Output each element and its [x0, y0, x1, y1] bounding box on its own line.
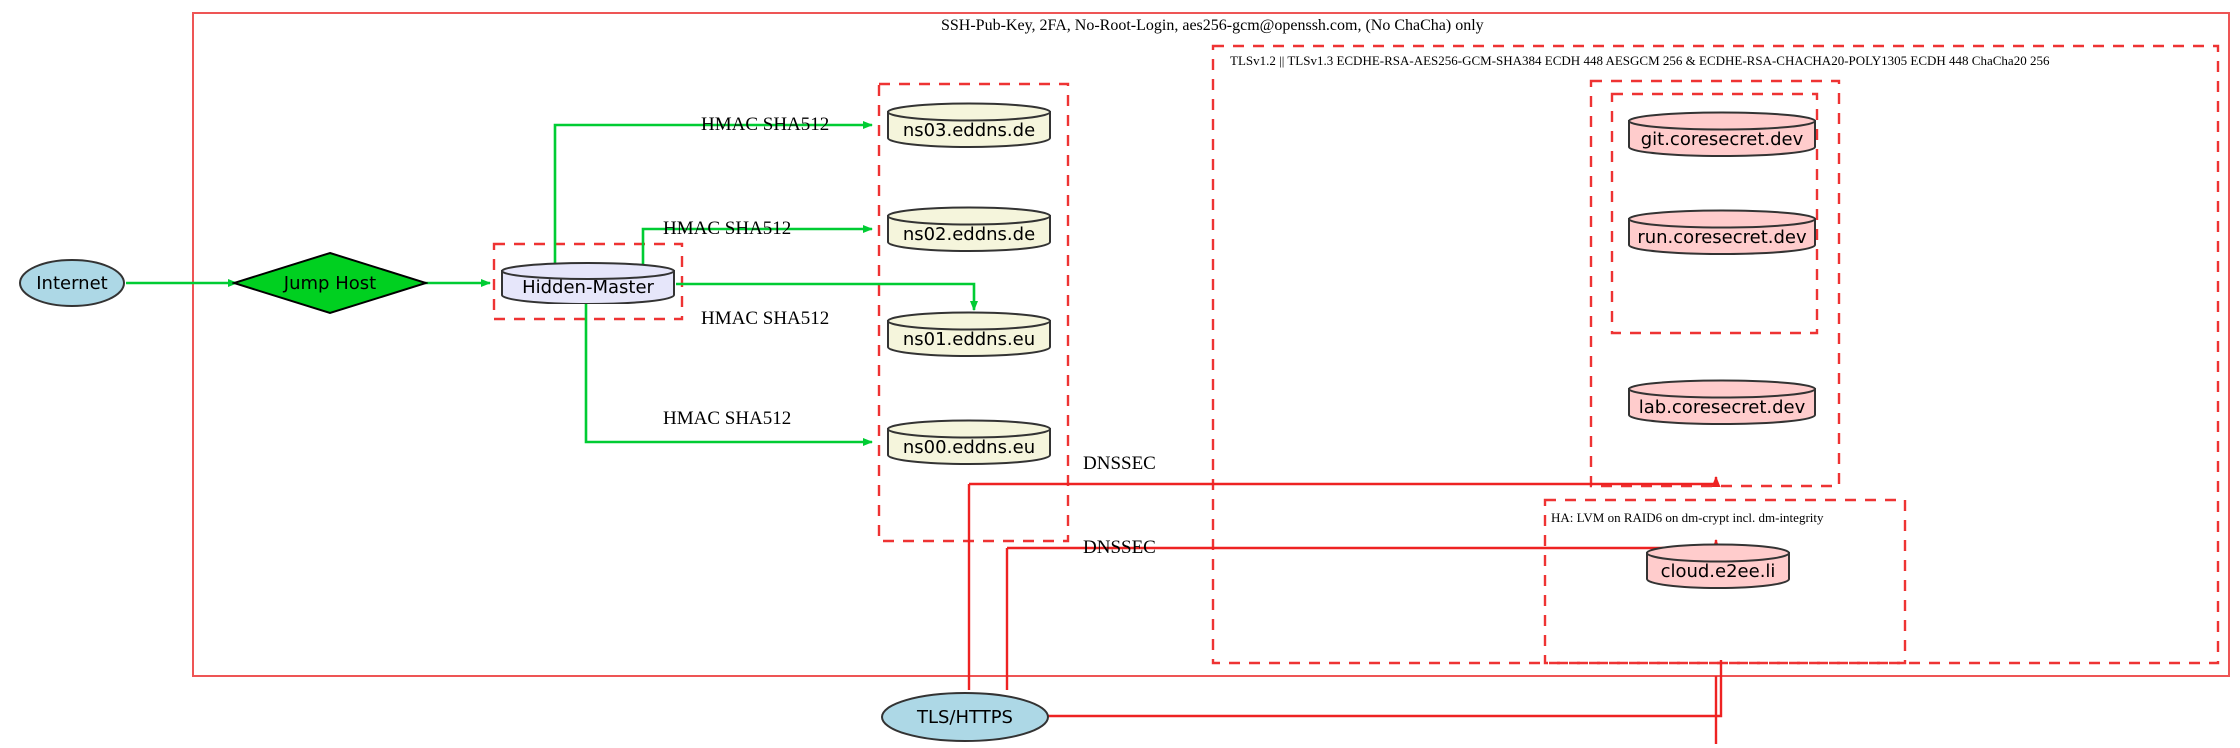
edge-hiddenmaster-to-ns01	[676, 282, 978, 311]
edge-label-hmac-ns03: HMAC SHA512	[701, 114, 830, 135]
node-jump-host[interactable]: Jump Host	[230, 251, 430, 315]
edge-label-hmac-ns02: HMAC SHA512	[663, 218, 792, 239]
edge-dnssec-upper	[969, 476, 1721, 487]
nameserver-cluster-border	[877, 82, 1070, 543]
edge-hiddenmaster-to-ns03	[553, 121, 873, 268]
edge-label-dnssec-upper: DNSSEC	[1083, 453, 1156, 474]
ssh-outer-cluster-border	[192, 12, 2230, 677]
node-ns03[interactable]: ns03.eddns.de	[886, 102, 1052, 148]
node-ns00[interactable]: ns00.eddns.eu	[886, 419, 1052, 465]
node-tls-https[interactable]: TLS/HTTPS	[880, 691, 1050, 743]
node-internet[interactable]: Internet	[18, 258, 126, 308]
coresecret-cluster-border	[1589, 79, 1841, 488]
ssh-cluster-label: SSH-Pub-Key, 2FA, No-Root-Login, aes256-…	[941, 17, 1484, 34]
edge-label-dnssec-lower: DNSSEC	[1083, 537, 1156, 558]
node-ns02[interactable]: ns02.eddns.de	[886, 206, 1052, 252]
coresecret-inner-cluster-border	[1610, 92, 1819, 335]
node-cloud-e2ee[interactable]: cloud.e2ee.li	[1645, 543, 1791, 589]
node-run-coresecret[interactable]: run.coresecret.dev	[1627, 209, 1817, 255]
node-hidden-master[interactable]: Hidden-Master	[500, 262, 676, 305]
edge-hiddenmaster-to-ns02	[641, 225, 873, 268]
edge-hiddenmaster-to-ns00	[584, 300, 873, 446]
ha-cluster-border	[1543, 498, 1907, 665]
edge-label-hmac-ns00: HMAC SHA512	[663, 408, 792, 429]
tls-cluster-border	[1211, 44, 2220, 665]
edge-tlshttps-right-branch	[1048, 660, 1723, 718]
node-ns01[interactable]: ns01.eddns.eu	[886, 311, 1052, 357]
edge-label-hmac-ns01: HMAC SHA512	[701, 308, 830, 329]
node-git-coresecret[interactable]: git.coresecret.dev	[1627, 111, 1817, 157]
node-lab-coresecret[interactable]: lab.coresecret.dev	[1627, 379, 1817, 425]
ha-cluster-label: HA: LVM on RAID6 on dm-crypt incl. dm-in…	[1551, 510, 1824, 525]
tls-cluster-label: TLSv1.2 || TLSv1.3 ECDHE-RSA-AES256-GCM-…	[1230, 53, 2050, 68]
hidden-master-cluster-border	[492, 242, 684, 321]
